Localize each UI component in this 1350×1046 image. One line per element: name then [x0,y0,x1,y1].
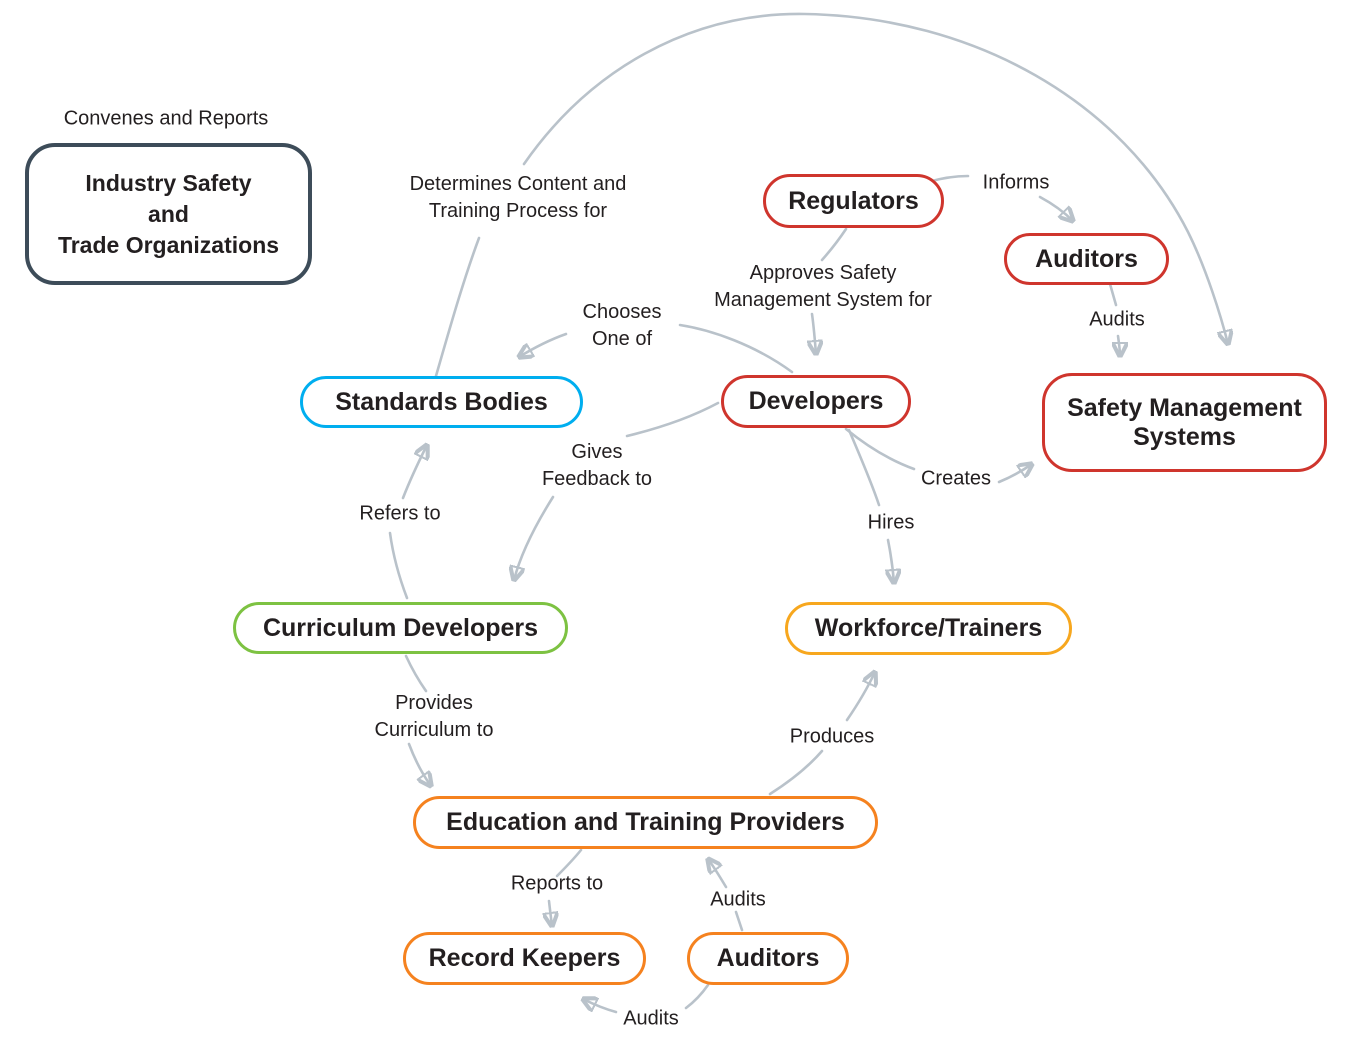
arrow-refers-seg2 [401,445,427,500]
edge-label-reports-to: Reports to [510,872,604,895]
arrow-determines-seg2 [522,12,1228,344]
arrow-informs-seg2 [1038,195,1073,221]
edge-label-hires: Hires [867,511,915,534]
arrow-approves-seg2 [812,312,816,354]
node-developers: Developers [721,375,911,428]
arrow-provides-seg2 [407,742,431,786]
arrow-audits-rec-seg2 [583,999,618,1014]
edge-label-refers-to: Refers to [359,502,441,525]
edge-label-informs: Informs [982,171,1050,194]
arrow-audits-rec-seg1 [684,983,710,1010]
arrow-hires-seg2 [888,538,894,583]
edge-label-chooses-one-of: Chooses One of [582,301,662,350]
arrow-chooses-seg2 [519,332,568,357]
arrow-reports-seg1 [555,848,583,878]
arrow-produces-seg2 [845,672,875,722]
arrow-creates-seg2 [997,464,1032,484]
arrow-reports-seg2 [549,899,552,926]
arrow-creates-seg1 [844,427,916,471]
edge-label-produces: Produces [789,725,875,748]
edge-label-audits-records: Audits [623,1007,679,1030]
edge-label-approves-sms: Approves Safety Management System for [714,262,932,311]
edge-label-convenes-and-reports: Convenes and Reports [63,107,269,130]
edge-label-creates: Creates [920,467,992,490]
arrow-feedback-seg1 [625,401,720,438]
node-education-training-providers: Education and Training Providers [413,796,878,849]
edge-label-gives-feedback-to: Gives Feedback to [541,441,653,490]
arrow-produces-seg1 [768,749,824,796]
edge-label-provides-curriculum-to: Provides Curriculum to [374,692,494,741]
edge-label-audits-sms: Audits [1089,308,1145,331]
arrow-feedback-seg2 [514,495,555,580]
arrow-provides-seg1 [404,654,428,693]
arrow-audits-sms-seg2 [1118,334,1120,356]
node-industry-safety-trade-organizations: Industry Safety and Trade Organizations [25,143,312,285]
arrow-chooses-seg1 [678,323,794,374]
node-auditors-training: Auditors [687,932,849,985]
arrow-determines-seg1 [434,236,481,378]
node-auditors-regulatory: Auditors [1004,233,1169,285]
arrow-audits-edu-seg1 [734,910,744,932]
node-safety-management-systems: Safety Management Systems [1042,373,1327,472]
node-workforce-trainers: Workforce/Trainers [785,602,1072,655]
arrow-audits-edu-seg2 [708,859,728,889]
node-record-keepers: Record Keepers [403,932,646,985]
node-standards-bodies: Standards Bodies [300,376,583,428]
arrow-hires-seg1 [847,428,881,507]
edge-label-determines-content: Determines Content and Training Process … [409,173,627,222]
arrow-refers-seg1 [388,531,409,600]
node-regulators: Regulators [763,174,944,228]
edge-label-audits-education: Audits [710,888,766,911]
arrow-audits-sms-seg1 [1108,282,1118,307]
arrow-approves-seg1 [820,227,848,262]
node-curriculum-developers: Curriculum Developers [233,602,568,654]
